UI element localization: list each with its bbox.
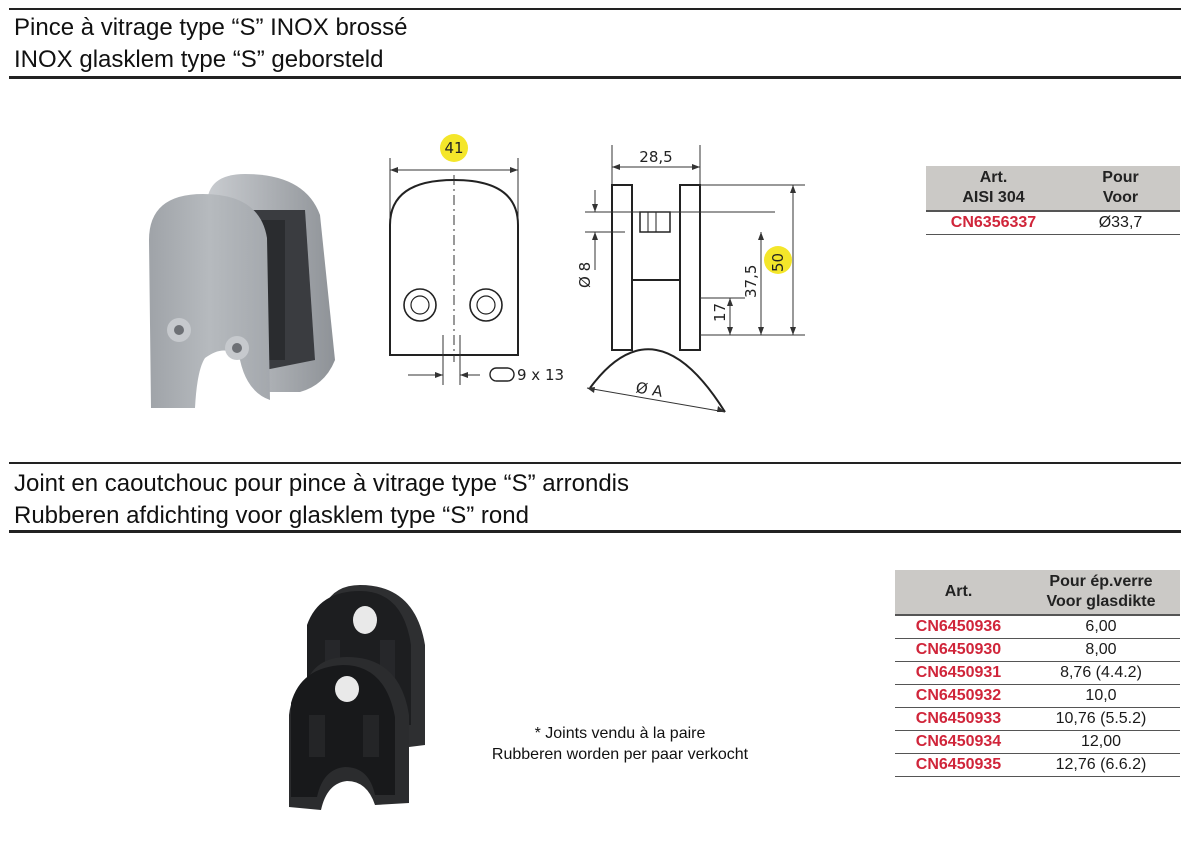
section1-title-nl: INOX glasklem type “S” geborsteld <box>14 46 384 73</box>
diameter-8-label: Ø 8 <box>576 262 594 288</box>
article-code: CN6450930 <box>895 638 1022 662</box>
glass-thickness: 6,00 <box>1022 615 1180 639</box>
glass-thickness: 8,76 (4.4.2) <box>1022 661 1180 685</box>
header-art: Art. <box>895 570 1022 616</box>
article-code: CN6450934 <box>895 730 1022 754</box>
glass-thickness: 10,0 <box>1022 684 1180 708</box>
rubber-gasket-image <box>289 585 425 810</box>
dimension-37-5-label: 37,5 <box>742 265 760 298</box>
article-code: CN6450935 <box>895 753 1022 777</box>
section2-title: Joint en caoutchouc pour pince à vitrage… <box>14 468 629 532</box>
glass-thickness: 12,76 (6.6.2) <box>1022 753 1180 777</box>
gasket-article-table: Art. Pour ép.verre Voor glasdikte CN6450… <box>895 570 1180 777</box>
clamp-article-table: Art. AISI 304 Pour Voor CN6356337 Ø33,7 <box>926 166 1180 235</box>
section2-title-nl: Rubberen afdichting voor glasklem type “… <box>14 502 529 529</box>
note-line-fr: * Joints vendu à la paire <box>534 725 706 742</box>
depth-dimension-label: 28,5 <box>639 148 672 166</box>
height-dimension-badge <box>764 246 792 274</box>
height-dimension-label: 50 <box>769 253 787 272</box>
section2-title-fr: Joint en caoutchouc pour pince à vitrage… <box>14 470 630 497</box>
width-dimension-badge <box>440 134 468 162</box>
header-glass-thickness: Pour ép.verre Voor glasdikte <box>1022 570 1180 616</box>
header-art: Art. AISI 304 <box>926 166 1061 212</box>
article-value: Ø33,7 <box>1061 211 1180 235</box>
slot-dimension-label: 9 x 13 <box>517 366 564 384</box>
glass-clamp-image <box>149 174 335 408</box>
table-row: CN6356337 Ø33,7 <box>926 211 1180 235</box>
dimension-17-label: 17 <box>711 303 729 322</box>
article-code: CN6450933 <box>895 707 1022 731</box>
section1-title-underline <box>9 76 1181 79</box>
section2-top-rule <box>9 462 1181 464</box>
article-code: CN6450932 <box>895 684 1022 708</box>
article-code: CN6356337 <box>926 211 1061 235</box>
glass-thickness: 12,00 <box>1022 730 1180 754</box>
section1-title-fr: Pince à vitrage type “S” INOX brossé <box>14 14 408 41</box>
top-rule <box>9 8 1181 10</box>
article-code: CN6450936 <box>895 615 1022 639</box>
header-pour: Pour Voor <box>1061 166 1180 212</box>
clamp-front-view-drawing: 41 9 x 13 <box>389 134 564 385</box>
section2-title-underline <box>9 530 1181 533</box>
table-header-row: Art. AISI 304 Pour Voor <box>926 166 1180 212</box>
width-dimension-label: 41 <box>444 139 463 157</box>
glass-thickness: 10,76 (5.5.2) <box>1022 707 1180 731</box>
note-line-nl: Rubberen worden per paar verkocht <box>491 746 749 763</box>
sold-in-pairs-note: * Joints vendu à la paire Rubberen worde… <box>470 723 770 765</box>
table-header-row: Art. Pour ép.verre Voor glasdikte <box>895 570 1180 616</box>
glass-thickness: 8,00 <box>1022 638 1180 662</box>
clamp-side-view-drawing: 28,5 Ø 8 50 37,5 17 Ø A <box>576 145 805 413</box>
article-code: CN6450931 <box>895 661 1022 685</box>
arc-diameter-label: Ø A <box>634 378 664 401</box>
section1-title: Pince à vitrage type “S” INOX brossé INO… <box>14 12 408 76</box>
